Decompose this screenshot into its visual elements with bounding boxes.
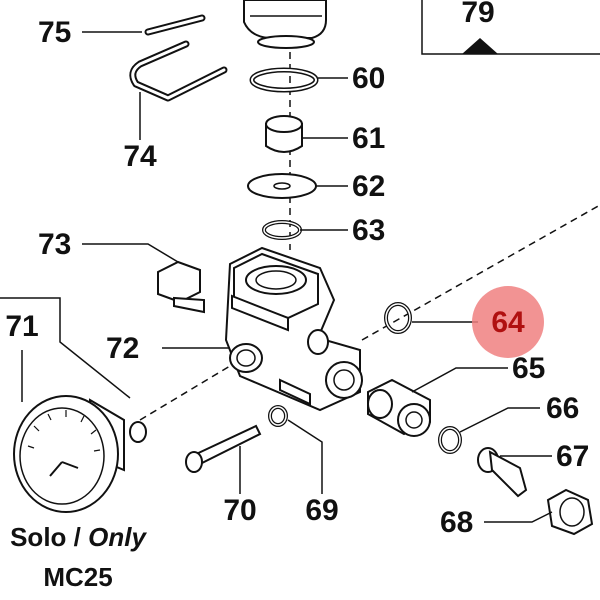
pin-75: 75 xyxy=(38,14,206,49)
callout-71: 71 xyxy=(5,310,38,343)
callout-62: 62 xyxy=(352,170,385,203)
callout-68: 68 xyxy=(440,506,473,539)
o-ring-64: 64 xyxy=(384,286,544,358)
callout-75: 75 xyxy=(38,16,71,49)
callout-61: 61 xyxy=(352,122,385,155)
nozzle-67: 67 xyxy=(477,440,589,498)
callout-65: 65 xyxy=(512,352,545,385)
bolt-70: 70 xyxy=(185,424,262,527)
callout-72: 72 xyxy=(106,332,139,365)
plunger-61: 61 xyxy=(265,115,385,155)
caption-model: MC25 xyxy=(43,562,112,592)
o-ring-60: 60 xyxy=(249,62,385,95)
callout-67: 67 xyxy=(556,440,589,473)
caption-line-1: Solo / Only xyxy=(10,522,147,552)
reference-box-79: 79 xyxy=(421,0,600,55)
caption-solo: Solo xyxy=(10,522,66,552)
o-ring-63: 63 xyxy=(262,214,385,247)
nut-68: 68 xyxy=(440,488,594,539)
callout-73: 73 xyxy=(38,228,71,261)
u-clip-74: 74 xyxy=(123,40,228,173)
caption-separator: / xyxy=(66,522,88,552)
o-ring-66: 66 xyxy=(438,392,579,454)
plug-73: 73 xyxy=(38,228,205,314)
caption-only: Only xyxy=(88,522,147,552)
callout-66: 66 xyxy=(546,392,579,425)
gauge-dial-ticks xyxy=(27,410,101,452)
callout-79: 79 xyxy=(461,0,494,29)
callout-60: 60 xyxy=(352,62,385,95)
highlight-marker xyxy=(472,286,544,358)
assembly-axis-left xyxy=(139,359,241,421)
callout-64: 64 xyxy=(491,306,525,339)
callout-69: 69 xyxy=(305,494,338,527)
valve-body-72: 72 xyxy=(106,246,363,412)
washer-62: 62 xyxy=(247,170,385,203)
arrow-up-icon xyxy=(462,38,498,54)
pressure-gauge-71: 71 xyxy=(0,297,147,513)
washer-69: 69 xyxy=(268,405,339,527)
callout-70: 70 xyxy=(223,494,256,527)
assembly-axis-right xyxy=(361,204,600,341)
callout-74: 74 xyxy=(123,140,157,173)
gauge-needle xyxy=(61,461,79,469)
fitting-65: 65 xyxy=(367,352,545,437)
callout-63: 63 xyxy=(352,214,385,247)
top-fitting xyxy=(243,0,327,49)
